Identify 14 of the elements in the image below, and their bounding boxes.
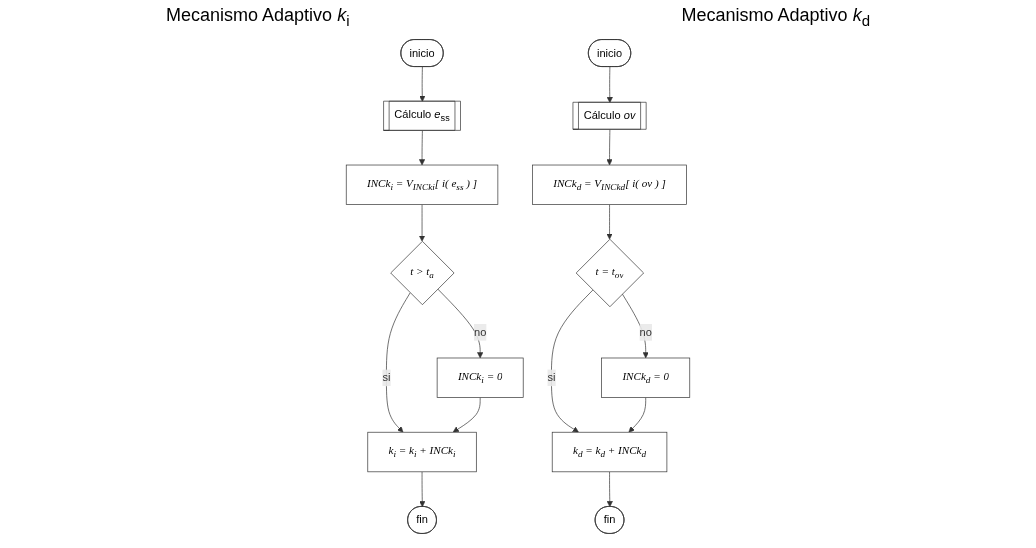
- edge-label: si: [547, 371, 556, 384]
- node-box: INCk$_{i}$ = 0: [436, 357, 524, 398]
- node-box: k$_{i}$ = k$_{i}$ + INCk$_{i}$: [367, 431, 477, 473]
- chart-heading: Mecanismo Adaptivo k$_{i}$: [166, 5, 350, 29]
- node-box: INCk$_{d}$ = 0: [601, 357, 691, 398]
- edge-label: no: [474, 326, 487, 338]
- edge-label: no: [639, 326, 652, 338]
- chart-heading: Mecanismo Adaptivo k$_{d}$: [681, 5, 870, 29]
- edge-label: si: [382, 371, 391, 384]
- node-diamond: t > t$_{a}$: [390, 240, 455, 306]
- node-box: k$_{d}$ = k$_{d}$ + INCk$_{d}$: [551, 431, 668, 473]
- node-box: INCk$_{d}$ = V$_{INCkd}$[ i( ov ) ]: [532, 164, 687, 205]
- node-diamond: t = t$_{ov}$: [575, 238, 644, 308]
- node-box: INCk$_{i}$ = V$_{INCki}$[ i( e$_{ss}$ ) ]: [345, 164, 499, 205]
